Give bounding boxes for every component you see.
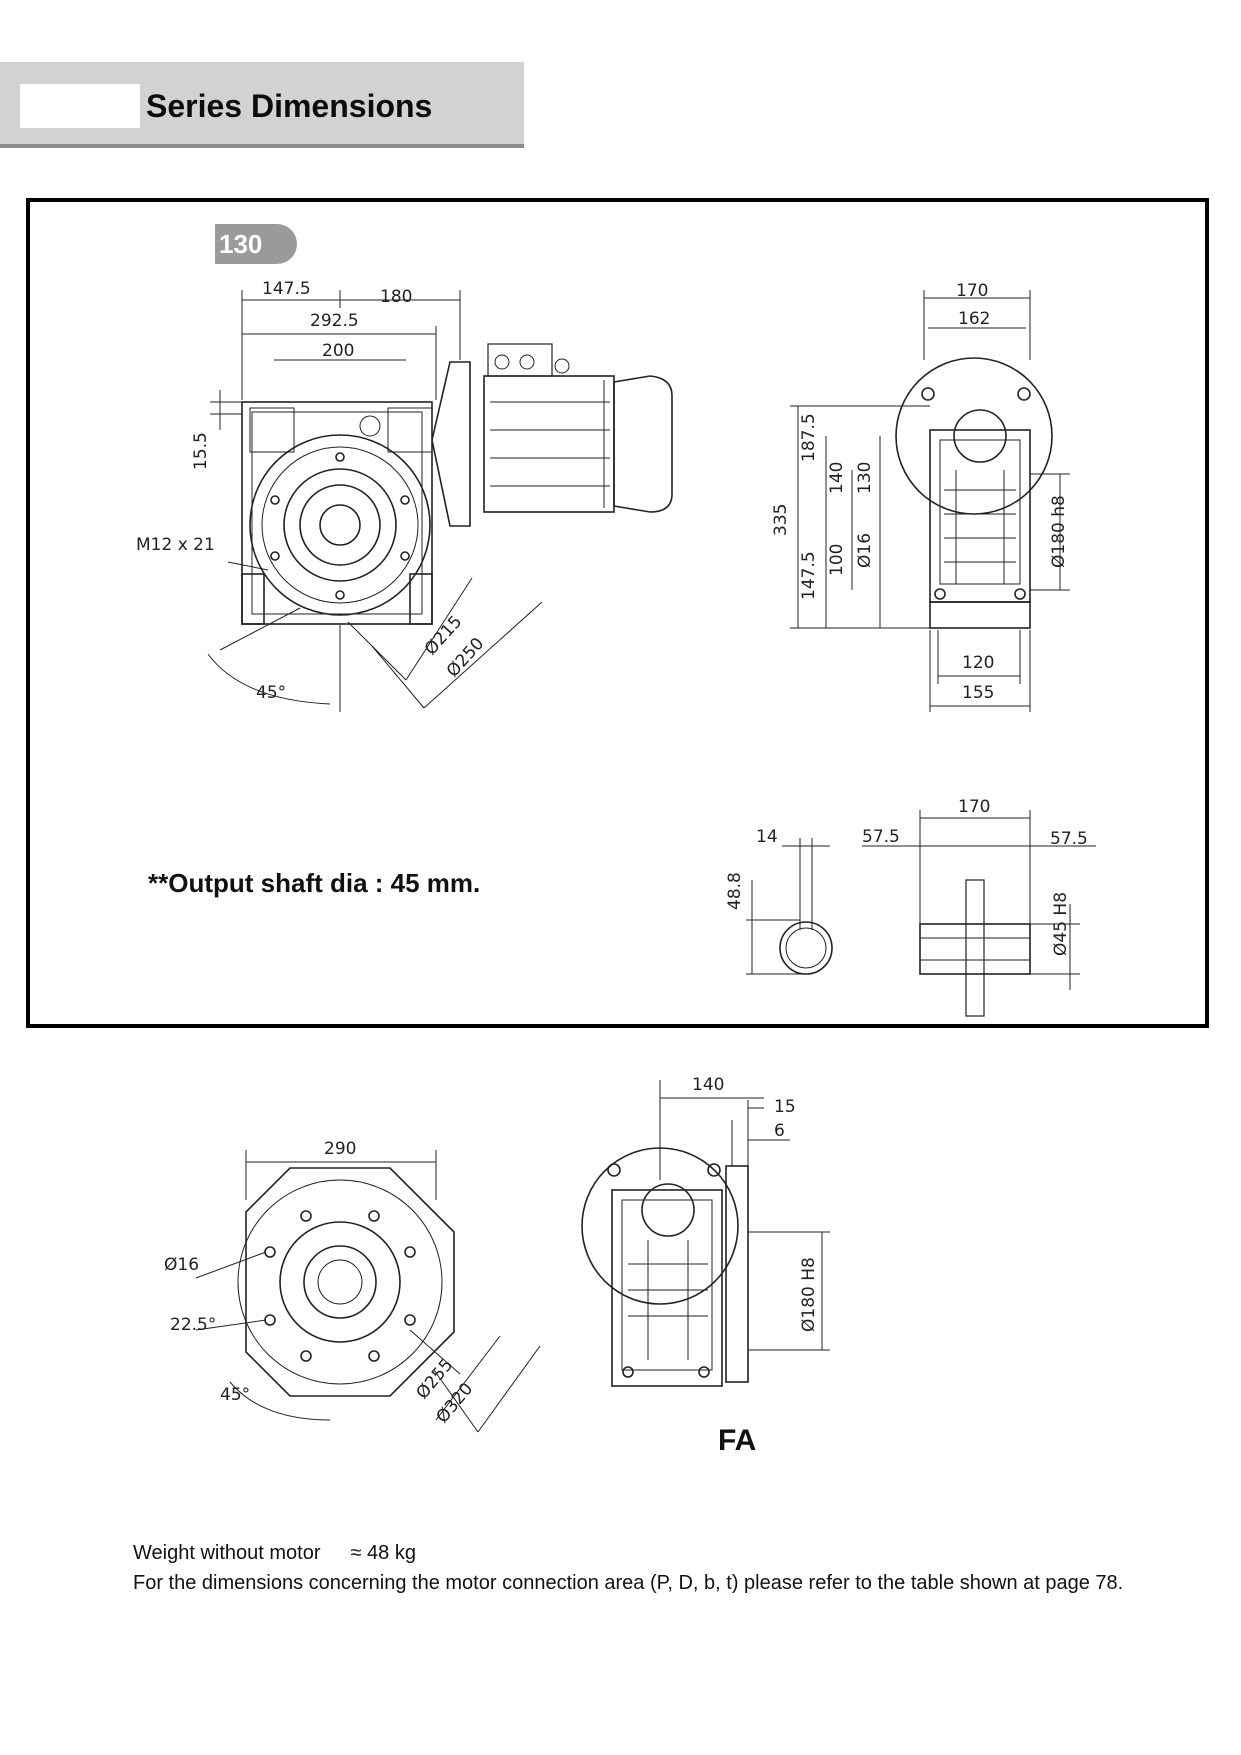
dim-120: 120 [962, 653, 994, 673]
dim-140-flange: 140 [692, 1075, 724, 1095]
dim-14: 14 [756, 827, 778, 847]
angle-22-5: 22.5° [170, 1315, 216, 1335]
dim-170-top: 170 [956, 281, 988, 301]
dim-180: 180 [380, 287, 412, 307]
dim-290: 290 [324, 1139, 356, 1159]
dim-dia-45-h8: Ø45 H8 [1051, 892, 1071, 956]
dim-dia-16-flange: Ø16 [164, 1255, 199, 1275]
gearbox-end-view [895, 357, 1053, 629]
shaft-dimension-labels: 14 48.8 57.5 170 57.5 Ø45 H8 [725, 797, 1088, 956]
side-view-dimension-lines [207, 290, 543, 712]
dim-200: 200 [322, 341, 354, 361]
shaft-section-view [746, 838, 833, 975]
fa-label: FA [718, 1424, 757, 1457]
dim-147-5: 147.5 [262, 279, 311, 299]
flange-front-view [237, 1167, 455, 1397]
dim-15-5: 15.5 [191, 432, 211, 470]
dim-dia-180-h8-flange: Ø180 H8 [799, 1257, 819, 1332]
dim-155: 155 [962, 683, 994, 703]
hollow-shaft-view [862, 810, 1096, 1017]
dim-100: 100 [827, 544, 847, 576]
reference-note: For the dimensions concerning the motor … [133, 1572, 1124, 1594]
weight-line: Weight without motor ≈ 48 kg [133, 1542, 416, 1565]
dim-57-5-right: 57.5 [1050, 829, 1088, 849]
header-label-box [20, 84, 140, 128]
flange-front-dimension-lines [195, 1150, 541, 1433]
dim-170-shaft: 170 [958, 797, 990, 817]
dim-48-8: 48.8 [725, 872, 745, 910]
angle-45-flange: 45° [220, 1385, 250, 1405]
dim-162: 162 [958, 309, 990, 329]
angle-45: 45° [256, 683, 286, 703]
thread-m12x21: M12 x 21 [136, 535, 215, 555]
page-title: Series Dimensions [146, 88, 433, 124]
dim-292-5: 292.5 [310, 311, 359, 331]
flange-side-dimension-lines [659, 1080, 830, 1351]
dim-dia-16-end: Ø16 [855, 533, 875, 568]
dim-147-5-end: 147.5 [799, 551, 819, 600]
drawing-frame [26, 198, 1209, 1028]
side-view-dimension-labels: 147.5 180 292.5 200 15.5 M12 x 21 45° Ø2… [136, 279, 488, 703]
dim-335: 335 [771, 504, 791, 536]
model-badge: 130 [215, 224, 297, 264]
dim-187-5: 187.5 [799, 413, 819, 462]
output-shaft-note: **Output shaft dia : 45 mm. [148, 868, 481, 898]
dim-130: 130 [855, 462, 875, 494]
dim-57-5-left: 57.5 [862, 827, 900, 847]
dim-140: 140 [827, 462, 847, 494]
end-view-dimension-lines [790, 290, 1070, 712]
dim-15: 15 [774, 1097, 796, 1117]
weight-value: ≈ 48 kg [350, 1542, 416, 1564]
end-view-dimension-labels: 170 162 335 187.5 147.5 140 100 130 Ø16 … [771, 281, 1069, 703]
dim-6: 6 [774, 1121, 785, 1141]
header-rule [0, 144, 524, 148]
dim-dia-180-h8: Ø180 h8 [1049, 495, 1069, 568]
weight-label: Weight without motor [133, 1542, 321, 1564]
flange-side-view [581, 1147, 749, 1387]
flange-side-dimension-labels: 140 15 6 Ø180 H8 [692, 1075, 819, 1332]
gearbox-side-view [241, 343, 673, 625]
